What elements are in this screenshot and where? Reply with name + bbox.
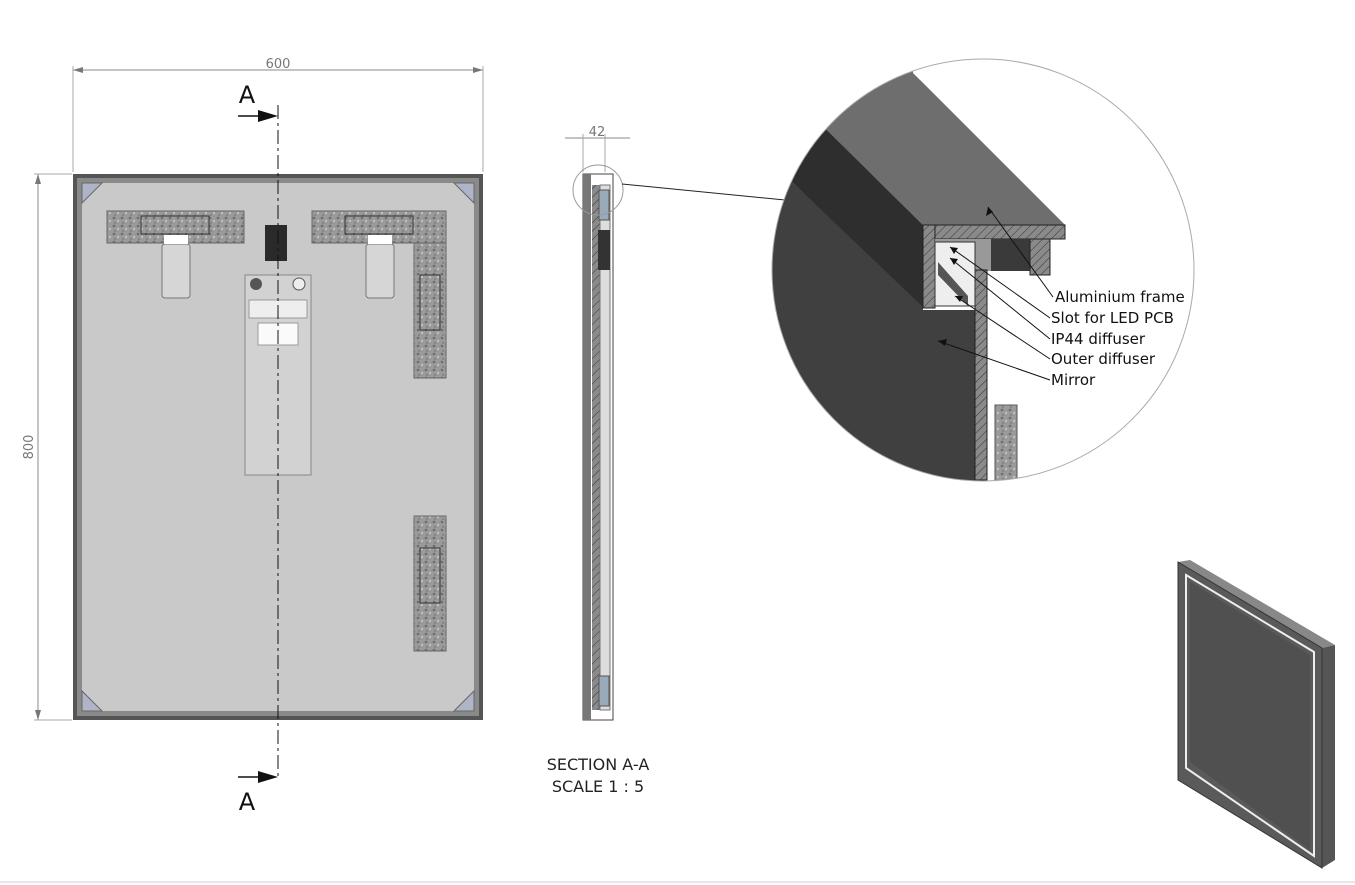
hanging-bracket <box>161 243 191 299</box>
isometric-view <box>1177 560 1335 869</box>
label-ip44-diffuser: IP44 diffuser <box>1051 330 1146 348</box>
section-title: SECTION A-A <box>547 755 650 774</box>
section-scale: SCALE 1 : 5 <box>552 777 644 796</box>
detail-circle-marker <box>572 164 624 216</box>
section-marker-bottom: A <box>239 788 256 816</box>
section-arrow <box>258 771 278 783</box>
hanging-bracket <box>365 243 395 299</box>
depth-dimension: 42 <box>589 125 606 140</box>
height-dimension: 800 <box>22 435 37 460</box>
detail-leader <box>621 183 786 201</box>
detail-view: Aluminium frame Slot for LED PCB IP44 di… <box>771 58 1195 482</box>
rear-view: 600 800 <box>22 57 484 816</box>
led-strip <box>413 515 447 652</box>
section-marker-top: A <box>239 81 256 109</box>
label-aluminium-frame: Aluminium frame <box>1055 288 1185 306</box>
label-led-pcb-slot: Slot for LED PCB <box>1051 309 1174 327</box>
led-strip <box>413 242 447 379</box>
switch-module <box>265 225 287 261</box>
width-dimension: 600 <box>266 57 291 72</box>
label-outer-diffuser: Outer diffuser <box>1051 350 1156 368</box>
section-view: 42 SECTION A-A SCALE 1 : 5 <box>547 125 786 796</box>
section-arrow <box>258 110 278 122</box>
label-mirror: Mirror <box>1051 371 1096 389</box>
